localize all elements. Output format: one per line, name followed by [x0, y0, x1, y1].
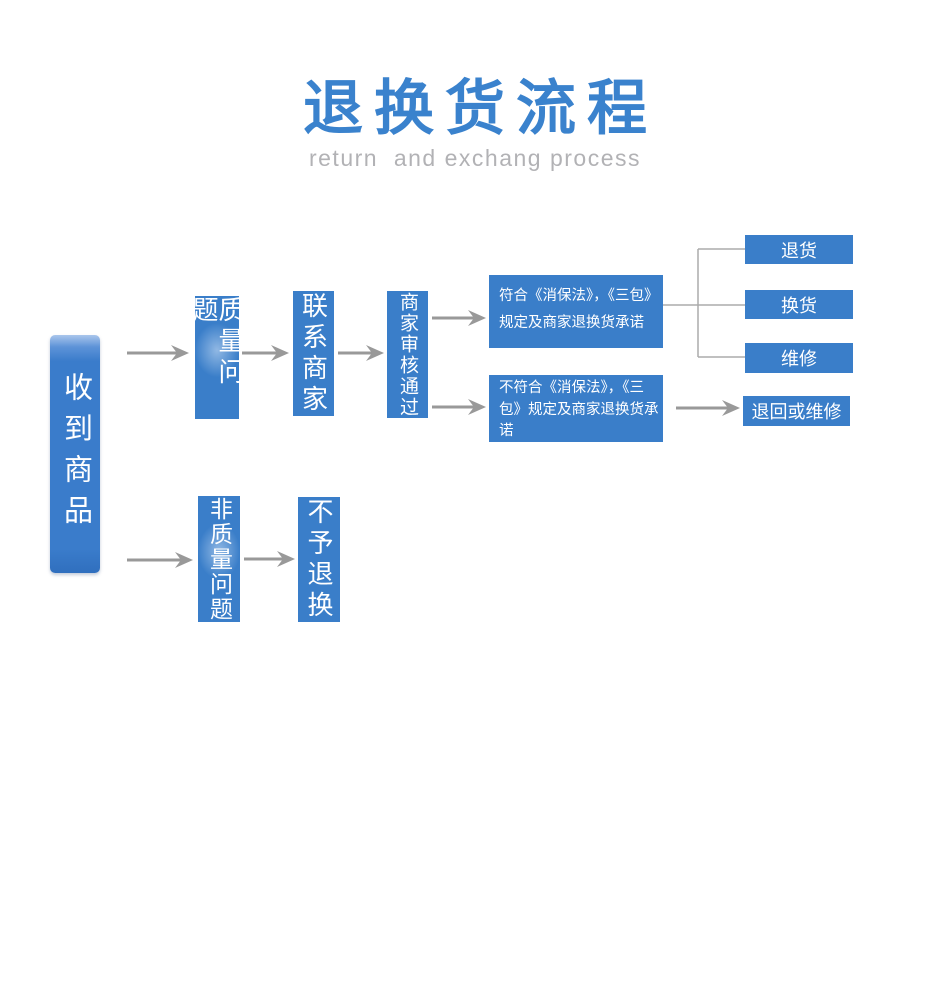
- flow-node-receive-goods: 收到商品: [50, 335, 100, 573]
- flow-node-non-quality-problem: 非质量问题: [198, 496, 240, 622]
- flow-node-ineligible-condition: 不符合《消保法》，《三 包》规定及商家退换货承 诺: [489, 375, 663, 442]
- arrow-non-quality-to-no-return: [244, 551, 295, 567]
- node-label: 符合《消保法》，《三包》 规定及商家退换货承诺: [499, 288, 659, 331]
- arrow-contact-to-review: [338, 345, 384, 361]
- node-label: 维修: [781, 349, 817, 369]
- flow-node-repair: 维修: [745, 343, 853, 373]
- page-subtitle: return and exchang process: [308, 145, 641, 171]
- flow-node-seller-review-passed: 商家审核通过: [387, 291, 428, 418]
- flow-node-no-return-exchange: 不予退换: [298, 497, 340, 622]
- bracket-eligible-outcomes: [663, 248, 745, 358]
- node-label: 不符合《消保法》，《三 包》规定及商家退换货承 诺: [499, 380, 659, 439]
- flow-node-eligible-condition: 符合《消保法》，《三包》 规定及商家退换货承诺: [489, 275, 663, 348]
- arrow-review-to-ineligible: [432, 399, 486, 415]
- node-label: 商家审核通过: [397, 291, 418, 418]
- page-title: 退换货流程: [303, 75, 658, 142]
- node-label: 换货: [781, 295, 817, 316]
- arrow-receive-to-non-quality: [127, 552, 193, 568]
- arrow-ineligible-to-return-or-repair: [676, 400, 740, 416]
- node-label: 非质量问题: [206, 496, 233, 622]
- flow-node-return-goods: 退货: [745, 235, 853, 264]
- arrow-quality-to-contact: [242, 345, 289, 361]
- arrow-review-to-eligible: [432, 310, 486, 326]
- flow-node-exchange-goods: 换货: [745, 290, 853, 319]
- flow-node-quality-problem: 质量问题: [189, 296, 245, 419]
- node-label: 退回或维修: [751, 402, 842, 422]
- flow-node-contact-seller: 联系商家: [293, 291, 334, 416]
- node-label: 收到商品: [59, 372, 92, 536]
- node-label: 退货: [781, 240, 817, 261]
- node-label: 联系商家: [298, 291, 329, 416]
- arrow-receive-to-quality: [127, 345, 189, 361]
- node-label: 不予退换: [304, 497, 334, 622]
- flow-node-return-or-repair: 退回或维修: [743, 396, 850, 426]
- node-label: 质量问题: [189, 296, 245, 389]
